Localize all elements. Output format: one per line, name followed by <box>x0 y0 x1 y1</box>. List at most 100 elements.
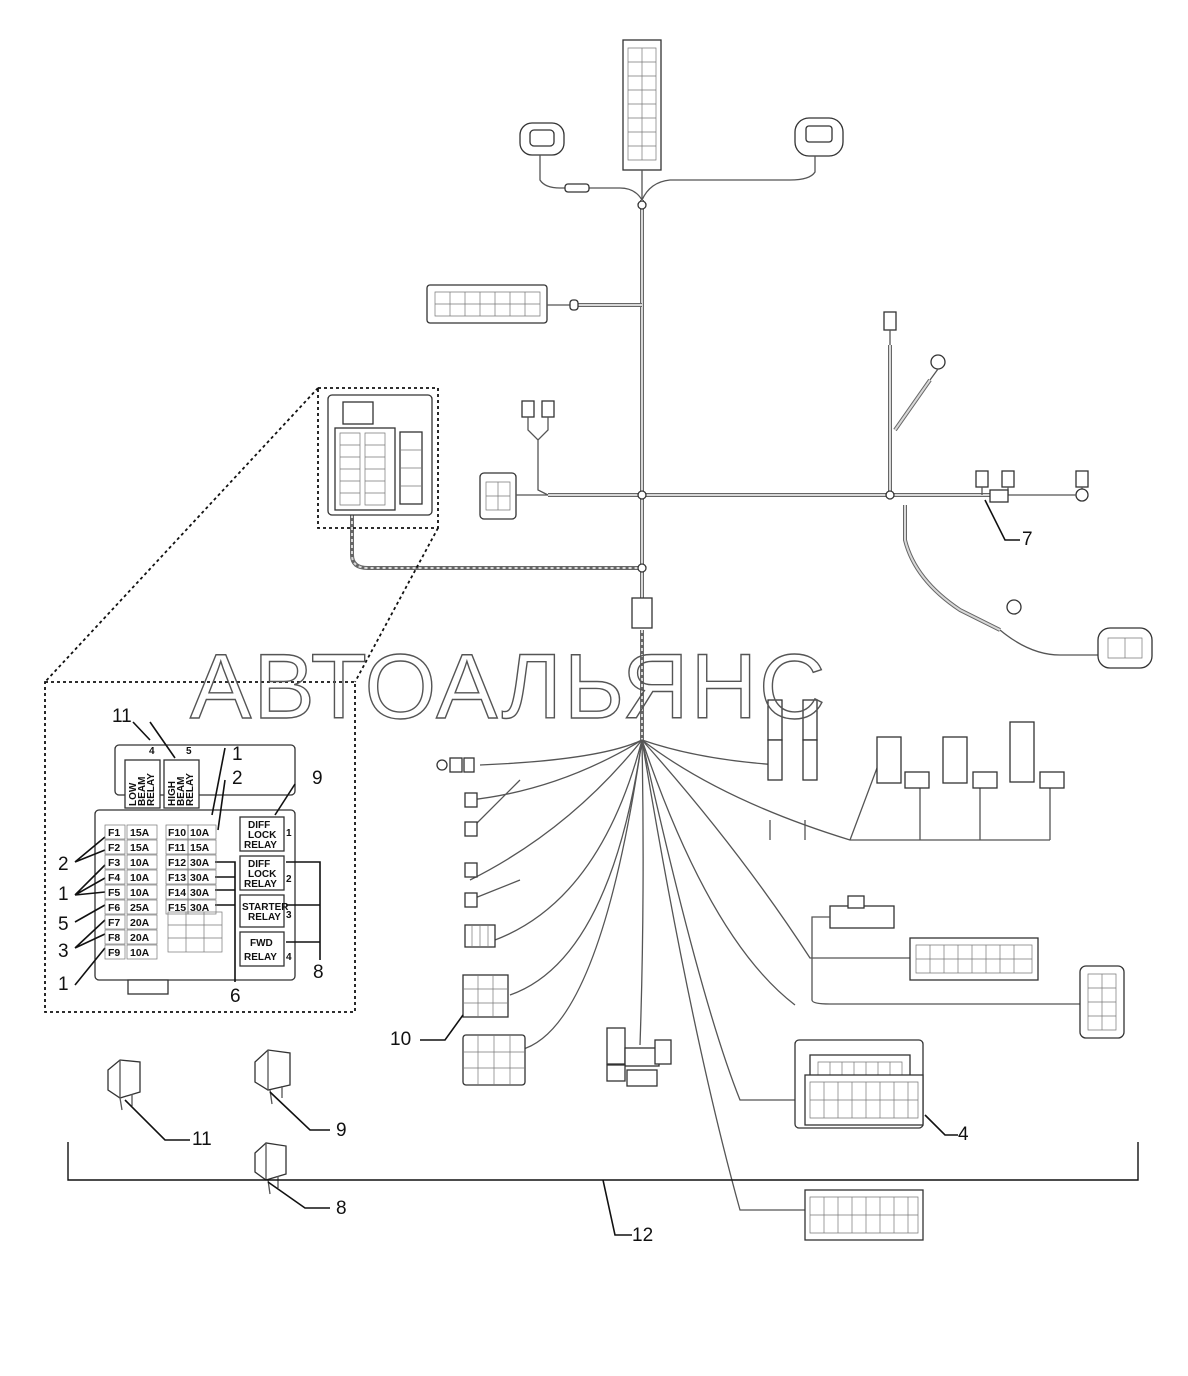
fuse-rating-cell <box>126 914 158 930</box>
callout-9-relay: 9 <box>336 1120 347 1141</box>
diff2-line1: DIFF <box>248 859 270 870</box>
fuse-id-cell <box>104 914 126 930</box>
diff2-line3: RELAY <box>244 879 277 890</box>
starter-num: 3 <box>286 910 292 921</box>
fuse-rating-F10: 10A <box>190 827 210 839</box>
callout-11-inset: 11 <box>112 706 132 727</box>
fuse-id-F4: F4 <box>108 872 120 884</box>
fuse-rating-cell <box>126 929 158 945</box>
fuse-rating-F14: 30A <box>190 887 210 899</box>
top-right-lamp-connector <box>641 117 844 201</box>
lower-wire-fan <box>469 739 1051 1211</box>
high-beam-line1: HIGH <box>167 781 178 806</box>
callout-9-inset: 9 <box>312 768 323 789</box>
fuse-id-F15: F15 <box>168 902 186 914</box>
relay-8-drawing <box>254 1142 287 1195</box>
starter-line1: STARTER <box>242 902 289 913</box>
connector-center-lower <box>606 1027 672 1087</box>
connectors-bottom-right <box>804 1074 924 1241</box>
fuse-id-cell <box>104 824 126 840</box>
fuse-id-F3: F3 <box>108 857 120 869</box>
fuse-rating-cell <box>126 884 158 900</box>
callout-11-relay: 11 <box>192 1129 212 1150</box>
fuse-id-F14: F14 <box>168 887 186 899</box>
fuse-rating-F15: 30A <box>190 902 210 914</box>
fuse-id-F13: F13 <box>168 872 186 884</box>
callout-2-left: 2 <box>58 854 69 875</box>
fuse-id-F1: F1 <box>108 827 120 839</box>
callout-2-top: 2 <box>232 768 243 789</box>
diff1-line3: RELAY <box>244 840 277 851</box>
fuse-rating-F5: 10A <box>130 887 150 899</box>
fuse-id-F11: F11 <box>168 842 186 854</box>
low-beam-line1: LOW <box>128 782 139 806</box>
diff2-line2: LOCK <box>248 869 277 880</box>
high-beam-line3: RELAY <box>185 773 196 806</box>
fuse-rating-F9: 10A <box>130 947 150 959</box>
fuse-id-cell <box>104 929 126 945</box>
fuse-rating-F2: 15A <box>130 842 150 854</box>
fwd-line2: RELAY <box>244 952 277 963</box>
fuse-id-cell <box>104 884 126 900</box>
fuse-rating-F3: 10A <box>130 857 150 869</box>
starter-line2: RELAY <box>248 912 281 923</box>
callout-7: 7 <box>1022 529 1033 550</box>
pin-4-label: 4 <box>149 746 155 757</box>
callout-1-top: 1 <box>232 744 243 765</box>
fuse-rating-F12: 30A <box>190 857 210 869</box>
fuse-rating-cell <box>187 899 217 915</box>
diff1-num: 1 <box>286 828 292 839</box>
low-beam-line2: BEAM <box>137 777 148 806</box>
fan-connectors-upper <box>436 699 1065 948</box>
diff2-num: 2 <box>286 874 292 885</box>
fuse-rating-F4: 10A <box>130 872 150 884</box>
left-upper-connector <box>426 284 579 324</box>
fuse-rating-cell <box>187 884 217 900</box>
callout-4: 4 <box>958 1124 969 1145</box>
left-middle-connector <box>479 400 555 520</box>
high-beam-line2: BEAM <box>176 777 187 806</box>
fuse-rating-F1: 15A <box>130 827 150 839</box>
top-relay-labels: 4 5 LOW BEAM RELAY HIGH BEAM RELAY <box>128 746 196 806</box>
fuse-rating-cell <box>187 824 217 840</box>
fuse-rating-cell <box>187 869 217 885</box>
fwd-line1: FWD <box>250 938 273 949</box>
connector-left-lower <box>462 1034 526 1086</box>
fuse-id-F8: F8 <box>108 932 120 944</box>
fwd-num: 4 <box>286 952 292 963</box>
low-beam-line3: RELAY <box>146 773 157 806</box>
callout-numbers: 7 4 10 11 9 8 12 11 1 2 9 2 1 5 3 1 6 8 <box>58 529 1033 1246</box>
callout-8-inset: 8 <box>313 962 324 983</box>
fuse-id-cell <box>104 944 126 960</box>
fuse-id-cell <box>104 854 126 870</box>
fuse-id-F7: F7 <box>108 917 120 929</box>
fuse-rating-cell <box>126 839 158 855</box>
fuse-id-cell <box>104 869 126 885</box>
callout-1-left: 1 <box>58 884 69 905</box>
relay-9-drawing <box>254 1049 291 1105</box>
callout-10: 10 <box>390 1029 411 1050</box>
fuse-box-upper <box>317 387 439 529</box>
fuse-rating-F7: 20A <box>130 917 150 929</box>
fuse-rating-F13: 30A <box>190 872 210 884</box>
diff1-line1: DIFF <box>248 820 270 831</box>
callout-3: 3 <box>58 941 69 962</box>
right-side-branch <box>883 311 1153 669</box>
fuse-rating-F11: 15A <box>190 842 210 854</box>
fuse-rating-cell <box>126 854 158 870</box>
fuse-id-F6: F6 <box>108 902 120 914</box>
fuse-rating-F8: 20A <box>130 932 150 944</box>
connector-10 <box>462 974 509 1018</box>
relay-11-drawing <box>107 1059 141 1111</box>
callout-8-relay: 8 <box>336 1198 347 1219</box>
diff1-line2: LOCK <box>248 830 277 841</box>
main-trunk <box>350 200 1098 740</box>
fuse-box-detail <box>44 681 356 1013</box>
fuse-rating-cell <box>187 839 217 855</box>
leader-lines <box>67 499 1139 1236</box>
fuse-rating-cell <box>126 899 158 915</box>
pin-5-label: 5 <box>186 746 192 757</box>
